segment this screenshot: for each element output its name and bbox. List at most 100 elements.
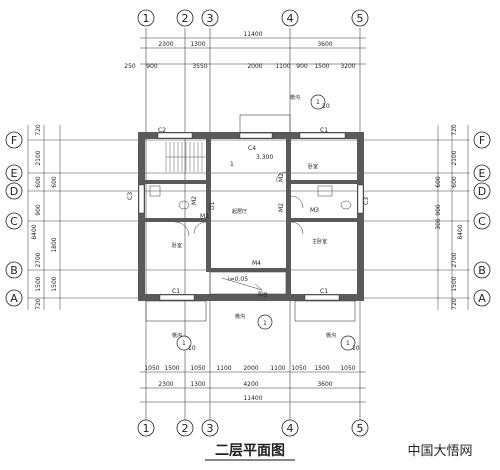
- fixture-wc-right: [317, 185, 333, 197]
- window-c1-bottom-left: [159, 294, 195, 301]
- wall-interior-e: [145, 180, 207, 184]
- dim-bottom-row1-8: 1050: [340, 365, 355, 372]
- detail-marker-top: [310, 94, 326, 110]
- dim-left-outer-2: 1500: [35, 276, 42, 291]
- axis-bubble-B-right: [473, 261, 491, 279]
- axis-label-5: 5: [357, 12, 364, 25]
- window-c3-right: [357, 184, 364, 214]
- dim-top-row1-2: 3600: [317, 41, 332, 48]
- axis-bubbles-top: 1 2 3 4 5: [137, 9, 369, 27]
- dim-bottom-row1-3: 1100: [216, 365, 231, 372]
- dim-left-inner-2: 600: [35, 176, 42, 188]
- dim-left-inner-3: 600: [51, 176, 58, 188]
- balcony-bottom-right: [294, 300, 356, 322]
- axis-bubble-E: [5, 164, 23, 182]
- axis-bubbles-left: F E D C B A: [5, 131, 23, 307]
- axis-label-F: F: [11, 134, 17, 147]
- label-m2-right: M2: [278, 203, 285, 212]
- label-m2-left: M2: [191, 196, 198, 205]
- label-c1-right: C1: [320, 288, 328, 295]
- axis-bubble-4: [281, 9, 299, 27]
- axis-label-D: D: [10, 185, 18, 198]
- dim-right-outer-0: 8400: [457, 224, 464, 239]
- axis-bubble-2-bottom: [176, 419, 194, 437]
- plan-labels: C2 C4 C1 C1 C1 C3 C3 M2 M2 M2 M2 M3 M4 D…: [127, 94, 370, 352]
- label-gutter-right: 檐沟: [326, 332, 336, 339]
- fixtures: [149, 185, 352, 210]
- label-gutter-top: 檐沟: [290, 94, 300, 101]
- dimensions-top: 2300 1300 3600 11400 250 900 3550 2000 1…: [124, 31, 356, 70]
- axis-bubble-5-bottom: [351, 419, 369, 437]
- axis-label-B-right: B: [478, 264, 486, 277]
- dim-top-total: 11400: [243, 31, 262, 38]
- axis-label-1-bottom: 1: [143, 422, 150, 435]
- door-swings: [174, 171, 304, 237]
- wall-interior-3: [206, 139, 211, 271]
- axis-label-A: A: [10, 292, 18, 305]
- dim-right-inner-2: 600: [451, 176, 458, 188]
- detail-marker-bottom: [257, 314, 273, 330]
- axis-label-2-bottom: 2: [182, 422, 189, 435]
- door-swing-m1: [174, 221, 190, 237]
- dim-top-row2-2: 3550: [192, 63, 207, 70]
- wall-interior-b: [206, 268, 286, 272]
- slope-arrow: [221, 277, 263, 291]
- detail-marker-right: [340, 335, 356, 351]
- axis-label-C: C: [10, 215, 18, 228]
- wall-interior-d-right: [290, 180, 357, 184]
- axis-bubble-1-bottom: [137, 419, 155, 437]
- axis-label-3-bottom: 3: [207, 422, 214, 435]
- balcony-top: [239, 114, 291, 134]
- axis-bubble-A: [5, 289, 23, 307]
- axis-bubbles-bottom: 1 2 3 4 5: [137, 419, 369, 437]
- section-mark-1: 1: [230, 161, 234, 168]
- axis-bubble-F-right: [473, 131, 491, 149]
- detail-num-bottom: 1: [263, 320, 267, 327]
- axis-label-E: E: [11, 167, 18, 180]
- dim-left-inner-4: 900: [35, 204, 42, 216]
- detail-marker-left: [176, 335, 192, 351]
- label-room-bedroom: 卧室: [172, 242, 182, 249]
- detail-ref-left: 10: [188, 345, 196, 352]
- dim-bottom-row2-3: 3600: [317, 381, 332, 388]
- axis-bubble-C: [5, 212, 23, 230]
- fixture-basin-left: [178, 200, 190, 210]
- axis-label-5-bottom: 5: [357, 422, 364, 435]
- axis-label-4-bottom: 4: [287, 422, 294, 435]
- wall-right: [357, 132, 364, 301]
- label-c1-top: C1: [320, 127, 328, 134]
- label-m2-top: M2: [278, 173, 285, 182]
- label-d1: D1: [209, 201, 216, 210]
- axis-bubbles-right: F E D C B A: [473, 131, 491, 307]
- detail-num-right: 1: [346, 340, 350, 347]
- dim-bottom-row1-7: 1500: [314, 365, 329, 372]
- door-swing-m2: [193, 221, 207, 235]
- window-c4: [239, 132, 273, 139]
- dim-left-inner-1: 2100: [35, 150, 42, 165]
- detail-num-left: 1: [182, 340, 186, 347]
- axis-bubble-E-right: [473, 164, 491, 182]
- dim-top-row1-0: 2300: [158, 41, 173, 48]
- window-c1-top: [299, 132, 346, 139]
- wall-interior-4: [286, 139, 291, 294]
- axis-bubble-1: [137, 9, 155, 27]
- dim-left-outer-3: 720: [35, 298, 42, 310]
- window-c3-left: [138, 184, 145, 214]
- label-room-balcony: 阳台: [258, 291, 268, 298]
- label-c2: C2: [158, 127, 166, 134]
- dimensions-left: 720 2100 600 600 900 1800 1500 8400 2700…: [31, 124, 58, 310]
- dimensions-right: 720 2100 600 600 900 300 8400 2700 1500 …: [435, 124, 464, 310]
- grid-lines: [28, 28, 470, 420]
- axis-bubble-C-right: [473, 212, 491, 230]
- wall-interior-c-right: [290, 218, 357, 222]
- dim-right-inner-3: 600: [435, 176, 442, 188]
- axis-label-3: 3: [207, 12, 214, 25]
- dim-right-outer-1: 2700: [451, 252, 458, 267]
- dim-right-outer-2: 1500: [451, 276, 458, 291]
- dim-bottom-row1-2: 1050: [190, 365, 205, 372]
- walls: [138, 132, 364, 301]
- drawing-title: 二层平面图: [215, 443, 285, 459]
- dim-top-row2-1: 900: [146, 63, 158, 70]
- dim-bottom-row1-4: 2000: [243, 365, 258, 372]
